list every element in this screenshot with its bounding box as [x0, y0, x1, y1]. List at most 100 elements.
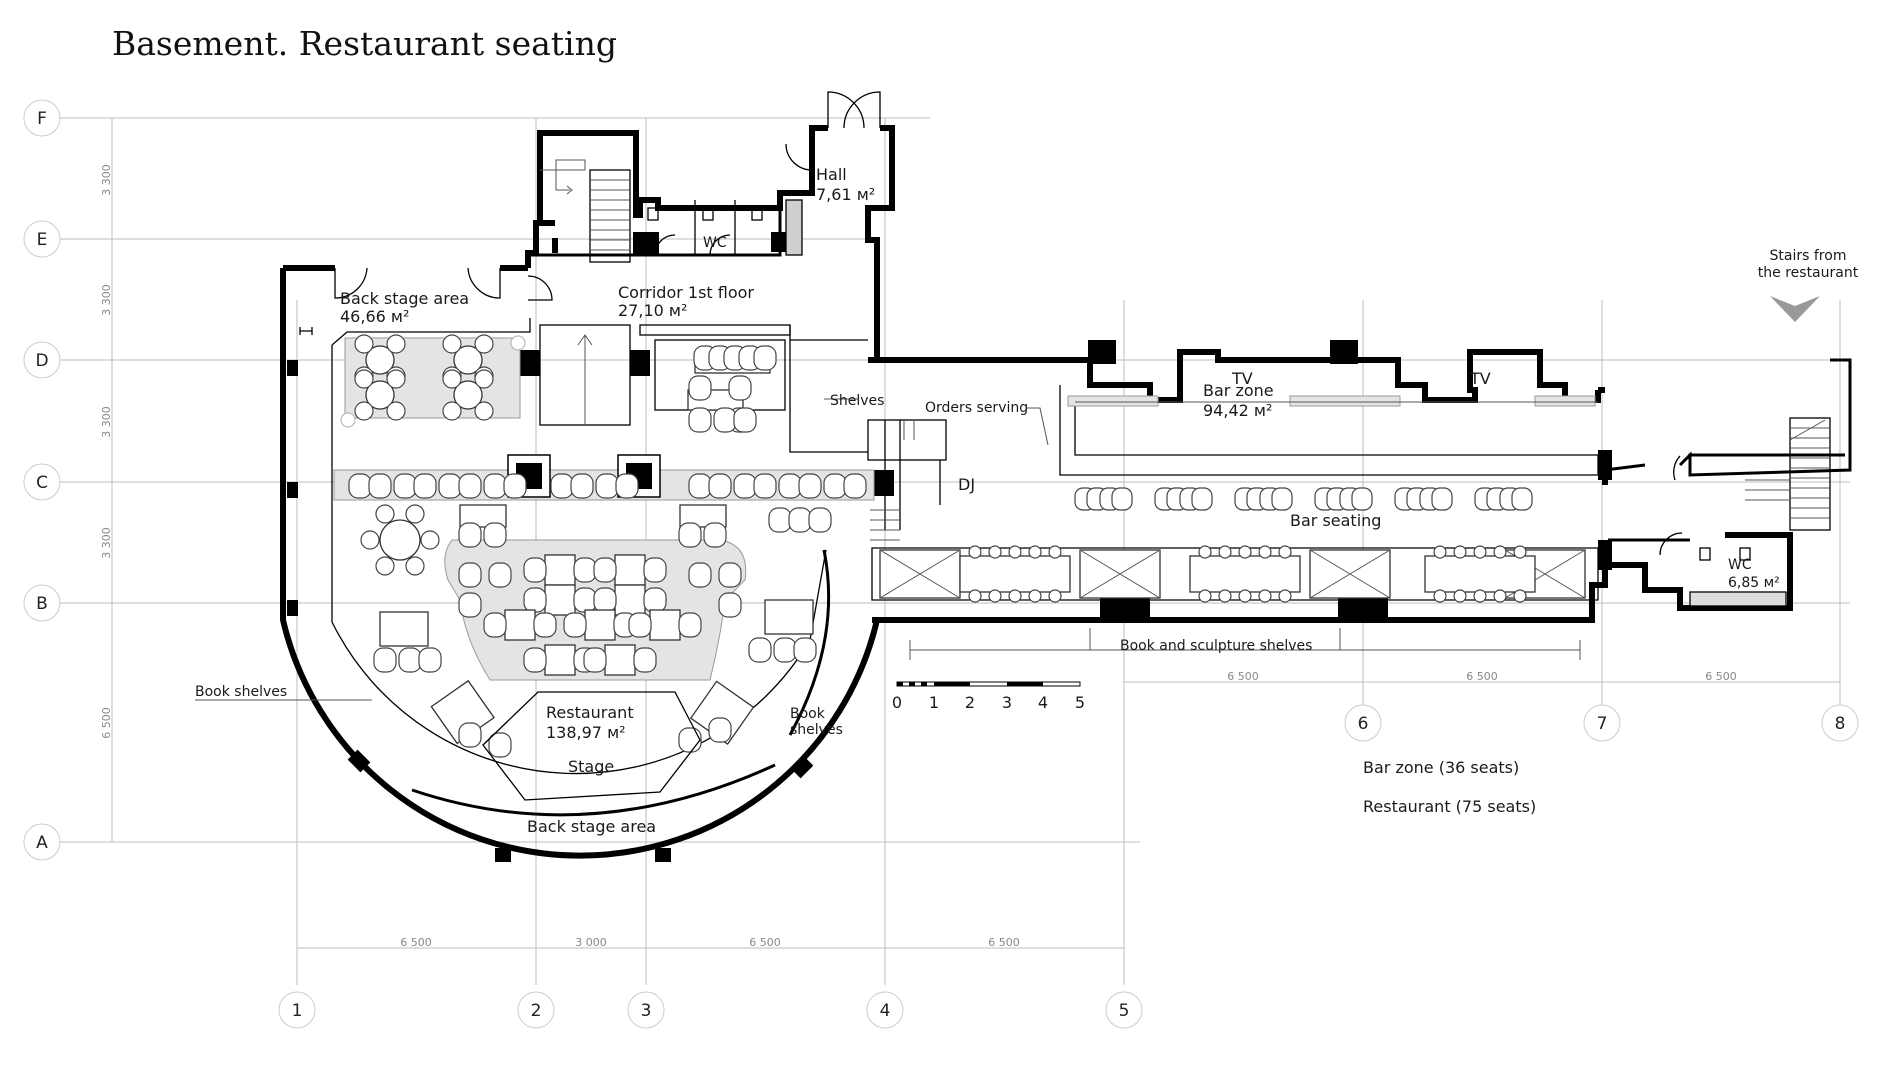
- sofa: [764, 599, 814, 635]
- chair: [1238, 589, 1252, 603]
- chair: [968, 589, 982, 603]
- chair: [1218, 545, 1232, 559]
- axis-marker-2: 2: [517, 991, 555, 1029]
- row-axis: F E D C B A: [23, 99, 61, 861]
- svg-text:3: 3: [641, 1001, 652, 1021]
- lounge-table: [453, 345, 483, 375]
- chair: [488, 562, 512, 588]
- chair: [523, 557, 547, 583]
- dim-r-2: 6 500: [1466, 670, 1498, 683]
- chair: [788, 507, 812, 533]
- chair: [643, 587, 667, 613]
- chair: [523, 647, 547, 673]
- dim-r-3: 6 500: [1705, 670, 1737, 683]
- square-table: [544, 644, 576, 676]
- dim-v-1: 3 300: [100, 164, 113, 196]
- square-table: [459, 504, 507, 528]
- chair: [1513, 589, 1527, 603]
- chair: [405, 504, 425, 524]
- booth-table: [1424, 555, 1536, 593]
- chair: [713, 407, 737, 433]
- scale-tick-2: 2: [965, 693, 975, 712]
- bar-stool: [1511, 487, 1533, 511]
- chair: [748, 637, 772, 663]
- chair: [843, 473, 867, 499]
- corridor-label: Corridor 1st floor: [618, 283, 754, 302]
- chair: [728, 375, 752, 401]
- chair: [360, 530, 380, 550]
- chair: [703, 522, 727, 548]
- chair: [1493, 545, 1507, 559]
- axis-marker-f: F: [23, 99, 61, 137]
- armchair: [386, 369, 406, 389]
- chair: [373, 647, 397, 673]
- tv-label-1: TV: [1231, 369, 1253, 388]
- square-table: [614, 584, 646, 616]
- axis-marker-1: 1: [278, 991, 316, 1029]
- scale-tick-4: 4: [1038, 693, 1048, 712]
- chair: [1278, 545, 1292, 559]
- chair: [1028, 545, 1042, 559]
- chair: [1198, 589, 1212, 603]
- axis-marker-3: 3: [627, 991, 665, 1029]
- chair: [773, 637, 797, 663]
- chair: [968, 545, 982, 559]
- svg-text:B: B: [36, 594, 48, 614]
- hall-area: 7,61 м²: [816, 185, 875, 204]
- chair: [420, 530, 440, 550]
- armchair: [474, 401, 494, 421]
- wc-top-label: WC: [703, 235, 727, 251]
- bar-stool: [1271, 487, 1293, 511]
- chair: [573, 587, 597, 613]
- chair: [413, 473, 437, 499]
- chair: [678, 612, 702, 638]
- chair: [628, 612, 652, 638]
- chair: [1008, 545, 1022, 559]
- square-table: [649, 609, 681, 641]
- room-labels: Hall 7,61 м² WC Corridor 1st floor 27,10…: [340, 165, 1780, 836]
- chair: [405, 556, 425, 576]
- axis-marker-7: 7: [1583, 704, 1621, 742]
- chair: [1008, 589, 1022, 603]
- legend-restaurant: Restaurant (75 seats): [1363, 797, 1536, 816]
- chair: [550, 473, 574, 499]
- chair: [768, 507, 792, 533]
- dimension-labels: 3 300 3 300 3 300 3 300 6 500 6 500 3 00…: [100, 164, 1737, 949]
- chair: [1218, 589, 1232, 603]
- axis-marker-d: D: [23, 341, 61, 379]
- axis-marker-5: 5: [1105, 991, 1143, 1029]
- chair: [375, 504, 395, 524]
- axis-marker-6: 6: [1344, 704, 1382, 742]
- square-table: [544, 554, 576, 586]
- lounge-table: [365, 380, 395, 410]
- chair: [1258, 545, 1272, 559]
- chair: [1028, 589, 1042, 603]
- chair: [1453, 545, 1467, 559]
- stage: [411, 691, 776, 817]
- chair: [418, 647, 442, 673]
- chair: [1453, 589, 1467, 603]
- chair: [678, 727, 702, 753]
- square-table: [504, 609, 536, 641]
- bar-stool: [1431, 487, 1453, 511]
- chair: [1513, 545, 1527, 559]
- tv-label-2: TV: [1469, 369, 1491, 388]
- chair: [503, 473, 527, 499]
- square-table: [604, 644, 636, 676]
- chair: [563, 612, 587, 638]
- axis-marker-c: C: [23, 463, 61, 501]
- backstage-bottom-label: Back stage area: [527, 817, 656, 836]
- chair: [718, 592, 742, 618]
- chair: [458, 722, 482, 748]
- chair: [1238, 545, 1252, 559]
- chair: [488, 732, 512, 758]
- dim-b-4: 6 500: [988, 936, 1020, 949]
- chair: [458, 473, 482, 499]
- chair: [753, 345, 777, 371]
- chair: [615, 473, 639, 499]
- chair: [458, 562, 482, 588]
- chair: [523, 587, 547, 613]
- bar-furniture: [824, 296, 1831, 660]
- service-block-walls: [334, 91, 895, 360]
- armchair: [442, 334, 462, 354]
